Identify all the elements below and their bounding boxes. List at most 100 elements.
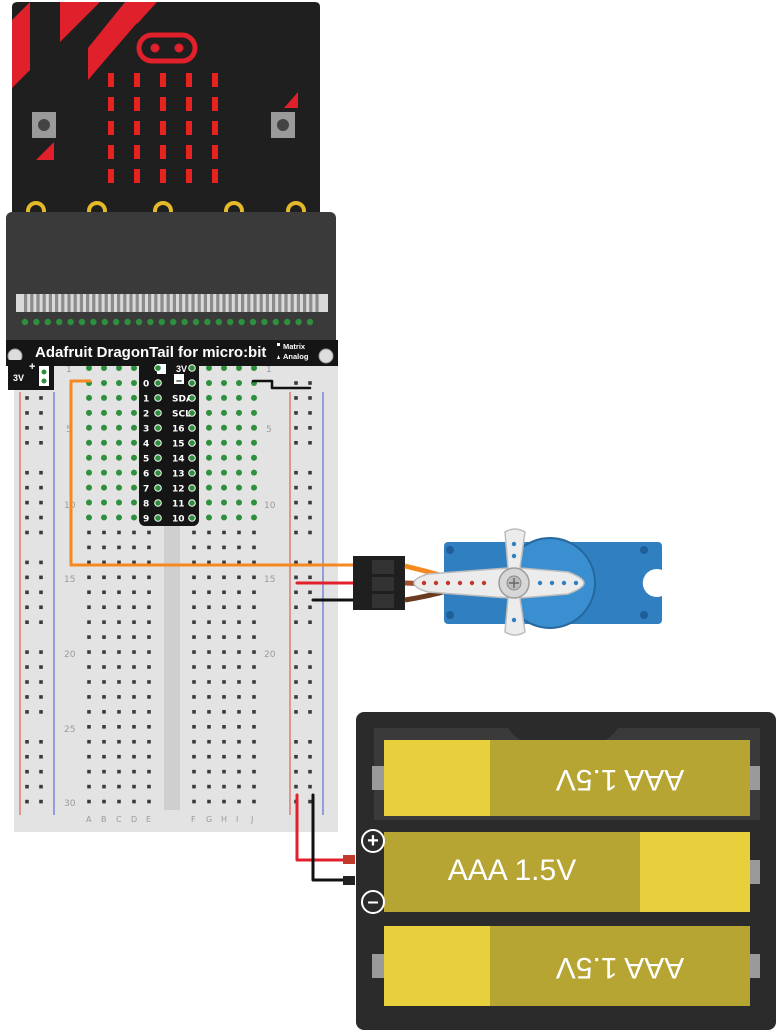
breadboard-hole — [192, 784, 196, 789]
green-pad — [236, 365, 242, 371]
servo-connector-slot — [372, 594, 394, 608]
pin-pad-gnd-right — [188, 379, 196, 387]
green-pad — [236, 439, 242, 446]
breadboard-hole — [87, 605, 91, 609]
servo-connector-slot — [372, 560, 394, 574]
connector-pad — [204, 318, 211, 326]
connector-pin — [284, 294, 288, 312]
pin-pad — [154, 439, 162, 447]
breadboard-hole — [252, 665, 256, 669]
breadboard-hole — [222, 710, 226, 714]
green-pad — [101, 394, 107, 401]
rail-hole — [39, 665, 43, 669]
row-number: 20 — [64, 650, 76, 660]
column-letter: B — [101, 815, 107, 824]
microbit-board — [12, 2, 320, 221]
breadboard-hole — [117, 605, 121, 609]
breadboard-hole — [192, 710, 196, 714]
breadboard-hole — [87, 769, 91, 774]
rail-hole — [308, 441, 312, 445]
rail-hole — [294, 665, 298, 669]
green-pad — [221, 469, 227, 476]
pin-pad — [188, 409, 196, 417]
breadboard-hole — [87, 710, 91, 714]
breadboard-hole — [117, 665, 121, 669]
minus-symbol: – — [367, 891, 378, 913]
pin-label-left: 0 — [143, 380, 149, 390]
rail-hole — [25, 560, 29, 565]
connector-pins — [24, 294, 319, 312]
green-pad — [206, 394, 212, 401]
breadboard-hole — [237, 725, 241, 729]
breadboard-hole — [147, 545, 151, 550]
pin-pad — [154, 499, 162, 507]
button-b-cap[interactable] — [277, 119, 289, 131]
breadboard-hole — [147, 799, 151, 804]
connector-pin — [290, 294, 294, 312]
rail-hole — [308, 411, 312, 415]
rail-hole — [308, 396, 312, 400]
button-a-cap[interactable] — [38, 119, 50, 131]
green-pad — [206, 439, 212, 446]
rail-hole — [25, 411, 29, 415]
breadboard-hole — [207, 695, 211, 699]
led — [212, 121, 218, 135]
rail-hole — [308, 560, 312, 565]
breadboard-hole — [192, 620, 196, 624]
breadboard-hole — [252, 710, 256, 714]
breadboard-hole — [87, 590, 91, 595]
rail-hole — [308, 485, 312, 490]
breadboard-hole — [237, 650, 241, 654]
pin-minus-label: – — [176, 375, 182, 387]
green-pad — [251, 365, 257, 371]
rail-hole — [39, 441, 43, 445]
led — [186, 73, 192, 87]
rail-hole — [39, 695, 43, 699]
rail-hole — [25, 515, 29, 520]
green-pad — [86, 454, 92, 461]
pin-pad — [154, 484, 162, 492]
breadboard-hole — [117, 754, 121, 759]
rail-hole — [294, 680, 298, 684]
pin-pad — [154, 514, 162, 522]
breadboard-hole — [117, 739, 121, 744]
breadboard-hole — [252, 695, 256, 699]
breadboard-hole — [102, 650, 106, 654]
pin-pad-3v — [188, 364, 196, 372]
rail-hole — [25, 784, 29, 789]
breadboard-hole — [207, 545, 211, 550]
green-pad — [206, 365, 212, 371]
row-number: 5 — [66, 425, 72, 435]
led — [108, 97, 114, 111]
rail-hole — [294, 695, 298, 699]
column-letter: H — [221, 815, 227, 824]
green-pad — [251, 454, 257, 461]
power-label: 3V — [13, 373, 24, 383]
rail-hole — [308, 426, 312, 430]
rail-hole — [294, 560, 298, 565]
rail-hole — [39, 799, 43, 804]
green-pad — [236, 424, 242, 431]
breadboard-hole — [237, 530, 241, 535]
green-pad — [251, 499, 257, 506]
connector-pin — [216, 294, 220, 312]
pin-pad — [188, 499, 196, 507]
breadboard-hole — [222, 754, 226, 759]
logo-shape — [284, 92, 298, 108]
green-pad — [221, 499, 227, 506]
connector-pad — [238, 318, 245, 326]
servo-connector-slot — [372, 577, 394, 591]
rail-hole — [294, 426, 298, 430]
connector-pin — [117, 294, 121, 312]
breadboard-hole — [252, 575, 256, 580]
battery-label: AAA 1.5V — [556, 951, 684, 984]
rail-hole — [308, 605, 312, 610]
horn-hole — [421, 580, 427, 586]
battery-pack: AAA 1.5V AAA 1.5V AAA 1.5V + – — [343, 712, 776, 1030]
connector-pin — [309, 294, 313, 312]
wire-orange-signal — [69, 379, 364, 567]
green-pad — [116, 514, 122, 521]
green-pad — [251, 424, 257, 431]
